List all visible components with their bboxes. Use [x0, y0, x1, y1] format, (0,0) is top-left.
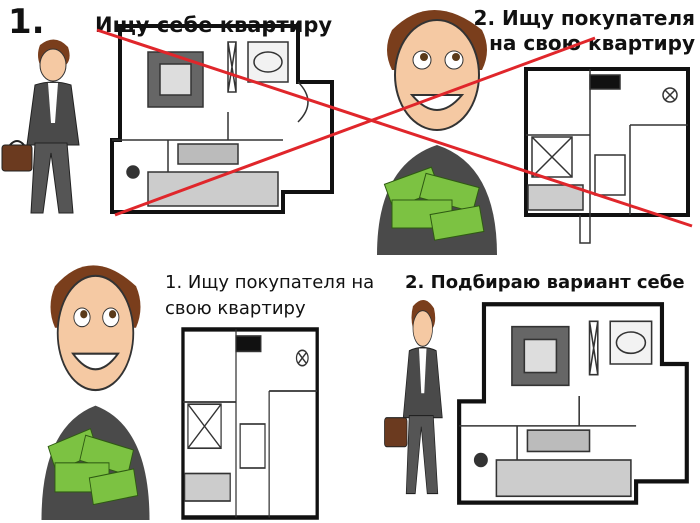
man-with-briefcase-top	[1, 39, 80, 214]
man-with-money-top	[377, 10, 497, 255]
man-with-money-bottom	[41, 265, 150, 520]
floor-plan-small-bottom	[181, 327, 319, 520]
right-step1-line2: свою квартиру	[165, 298, 306, 319]
wrong-step2-line1: 2. Ищу покупателя	[473, 6, 695, 30]
wrong-step2-caption: 2. Ищу покупателя на свою квартиру	[470, 6, 695, 56]
floor-plan-large-bottom	[457, 302, 689, 505]
step-number: 1.	[8, 2, 45, 42]
right-step1-caption: 1. Ищу покупателя на свою квартиру	[165, 270, 374, 322]
man-with-briefcase-bottom	[384, 299, 443, 495]
right-step1-line1: 1. Ищу покупателя на	[165, 272, 375, 293]
right-step2-caption: 2. Подбираю вариант себе	[405, 272, 685, 293]
floor-plan-small-top	[524, 67, 690, 244]
wrong-step2-line2: на свою квартиру	[489, 31, 695, 55]
